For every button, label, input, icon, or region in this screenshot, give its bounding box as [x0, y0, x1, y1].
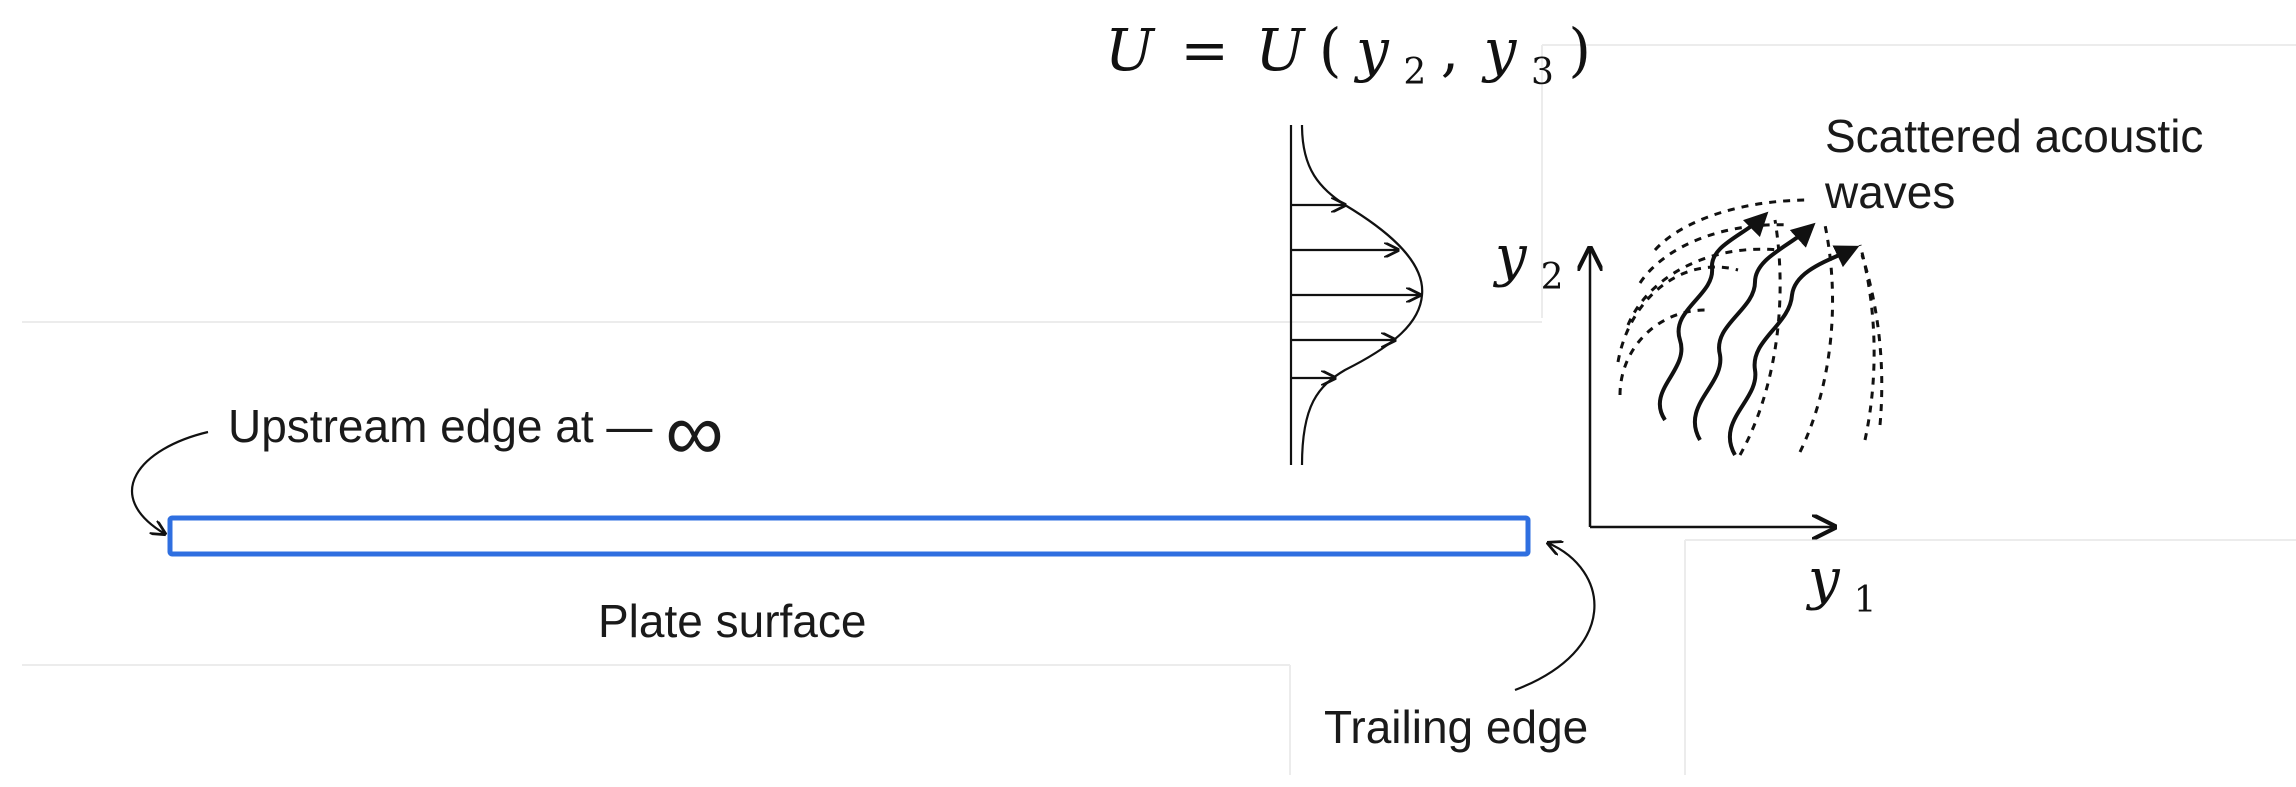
scattered-waves-label: Scattered acoustic waves [1824, 110, 2216, 218]
wavefront-arc [1653, 198, 1811, 252]
wavefront-arc [1798, 224, 1835, 453]
y1-axis-label: y 1 [1805, 547, 1877, 621]
trailing-edge-label: Trailing edge [1324, 701, 1588, 753]
acoustic-wavefronts [1616, 198, 1884, 456]
wavefront-arc [1860, 254, 1884, 426]
wavefront-arc [1616, 265, 1739, 363]
y2-axis-label: y 2 [1492, 224, 1564, 298]
velocity-profile [1289, 124, 1424, 466]
trailing-pointer-arrow [1514, 543, 1596, 692]
upstream-edge-label: Upstream edge at — ∞ [228, 387, 724, 478]
coordinate-axes [1590, 248, 1835, 527]
infinity-symbol: ∞ [665, 387, 723, 478]
wave-ray [1727, 245, 1860, 456]
background-panels [22, 44, 2296, 775]
wave-ray [1657, 211, 1769, 422]
wavefront-arc [1858, 244, 1876, 441]
flow-equation: U = U ( y 2 , y 3 ) [1105, 16, 1591, 97]
wave-ray [1692, 222, 1816, 441]
scattered-rays [1657, 211, 1860, 456]
upstream-pointer-arrow [131, 430, 209, 534]
plate-surface-label: Plate surface [598, 595, 866, 647]
wavefront-arc [1738, 219, 1782, 456]
wavefront-arc [1626, 247, 1779, 326]
plate [167, 515, 1531, 557]
